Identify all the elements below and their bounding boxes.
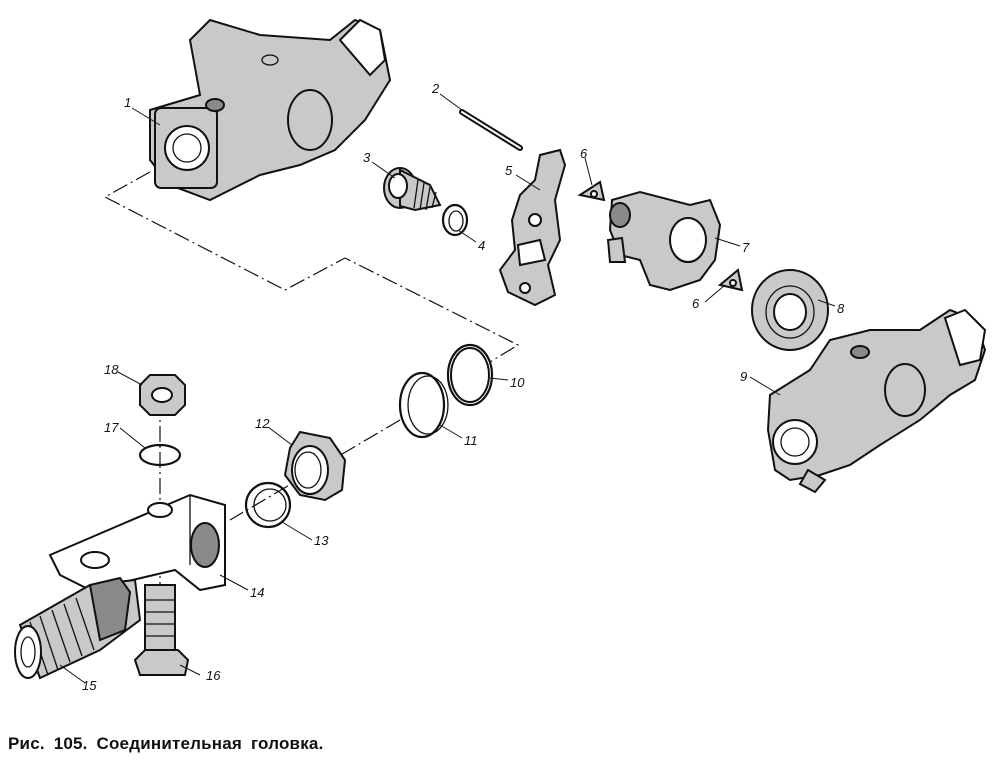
part-1-coupling-head-body: [149, 18, 392, 202]
figure-caption: Рис. 105. Соединительная головка.: [8, 734, 324, 753]
label-part-17: 17: [104, 420, 119, 435]
label-part-18: 18: [104, 362, 119, 377]
label-part-7: 7: [742, 240, 750, 255]
part-3-plug: [383, 167, 442, 212]
label-part-13: 13: [314, 533, 329, 548]
part-10-o-ring: [446, 343, 494, 407]
label-part-2: 2: [431, 81, 440, 96]
label-part-15: 15: [82, 678, 97, 693]
label-part-16: 16: [206, 668, 221, 683]
label-part-3: 3: [363, 150, 371, 165]
part-8-seal: [751, 269, 829, 351]
label-part-10: 10: [510, 375, 525, 390]
part-9-mating-head: [766, 308, 987, 494]
label-part-9: 9: [740, 369, 747, 384]
part-5-latch-lever: [498, 148, 567, 307]
part-4-spring-washer: [441, 203, 469, 237]
label-part-14: 14: [250, 585, 264, 600]
label-part-1: 1: [124, 95, 131, 110]
part-6-washer-bottom: [717, 268, 744, 292]
part-17-lock-washer: [138, 443, 182, 467]
part-6-washer-top: [577, 180, 606, 202]
label-part-12: 12: [255, 416, 270, 431]
part-15-threaded-fitting: [14, 576, 142, 680]
part-14-bracket: [48, 493, 226, 592]
part-11-ring: [398, 371, 449, 439]
part-13-snap-ring: [244, 481, 292, 529]
label-part-6-bottom: 6: [692, 296, 700, 311]
part-18-nut: [139, 374, 186, 416]
assembly-axis-line: [103, 171, 520, 363]
part-7-cam-arm: [606, 190, 722, 292]
leader-lines: [59, 93, 836, 684]
part-2-pin: [459, 109, 523, 151]
label-part-6-top: 6: [580, 146, 588, 161]
label-part-11: 11: [464, 433, 478, 448]
part-12-nut: [283, 430, 347, 502]
label-part-4: 4: [478, 238, 485, 253]
label-part-8: 8: [837, 301, 845, 316]
label-part-5: 5: [505, 163, 513, 178]
part-16-bolt: [133, 584, 190, 676]
